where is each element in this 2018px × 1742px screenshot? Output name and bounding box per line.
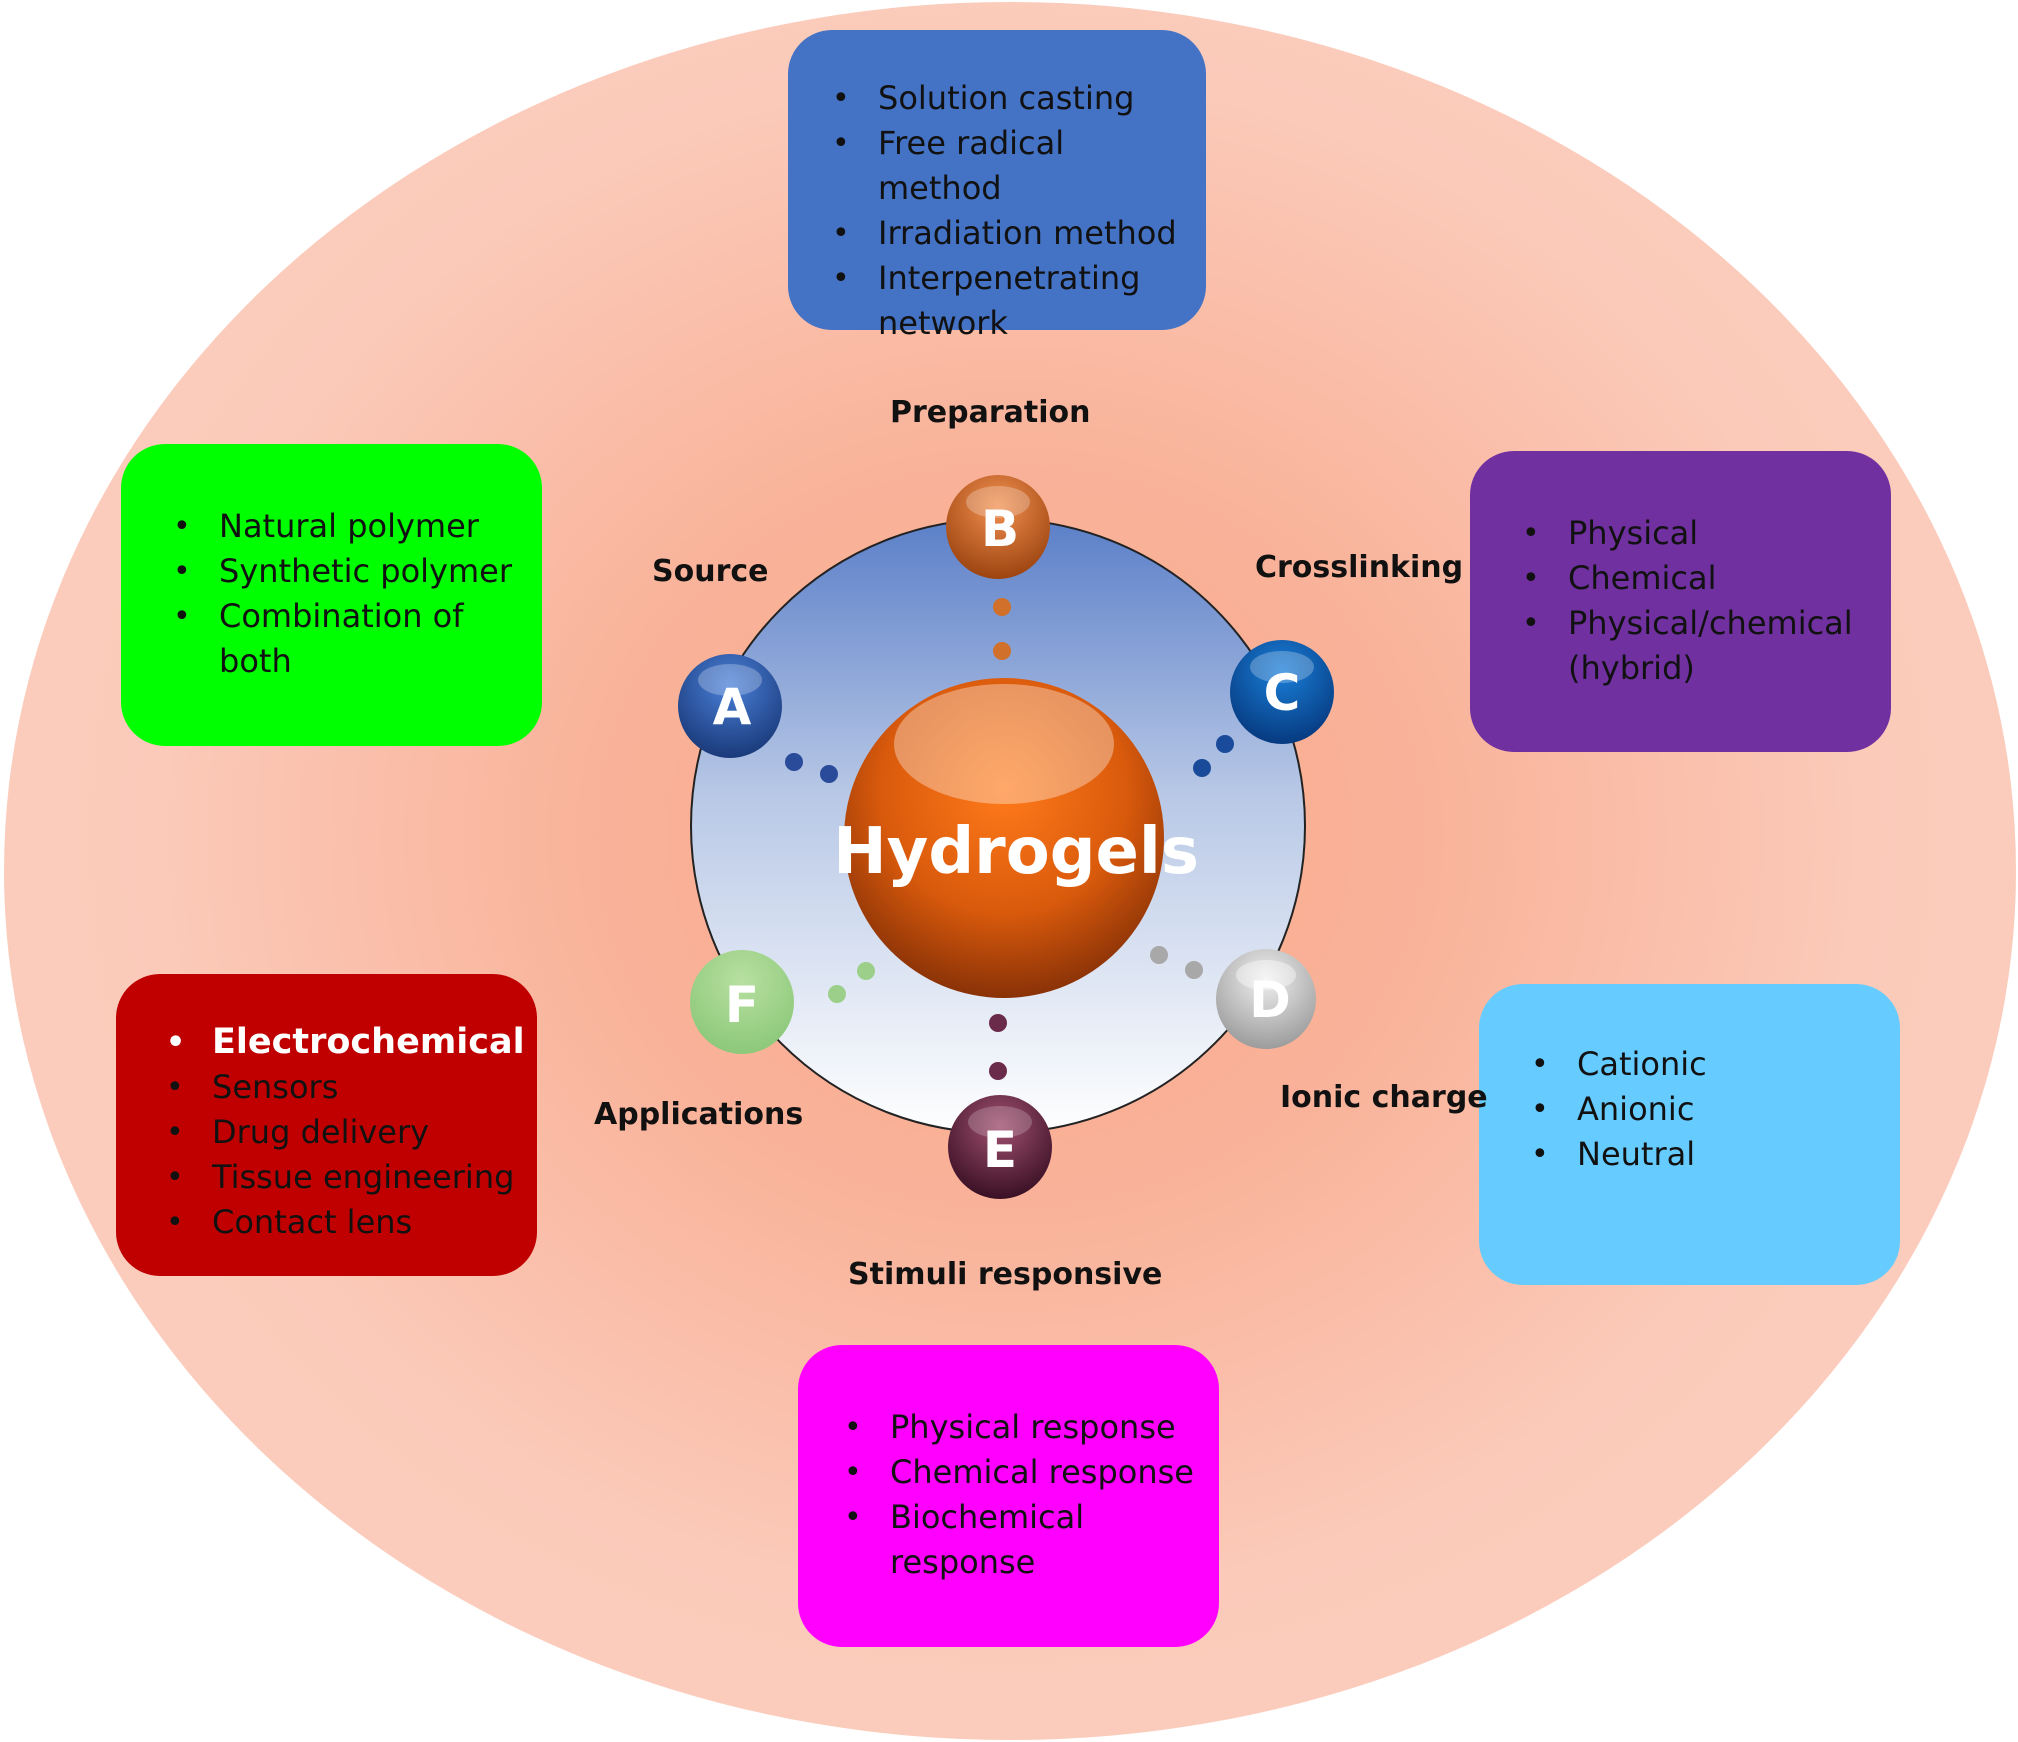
connector-dot [1185,961,1203,979]
connector-dot [989,1014,1007,1032]
ball-d: D [1216,949,1316,1049]
stimuli-box: Physical response Chemical response Bioc… [798,1345,1219,1647]
connector-dot [828,985,846,1003]
list-item: Anionic [1507,1087,1890,1132]
label-source: Source [652,554,769,589]
ball-letter-d: D [1249,971,1291,1029]
connector-dot [989,1062,1007,1080]
list-item: Contact lens [142,1200,527,1245]
list-item: Free radical method [808,121,1186,211]
label-ionic-charge: Ionic charge [1280,1080,1488,1115]
connector-dot [1150,946,1168,964]
ball-a: A [678,654,782,758]
ball-letter-e: E [983,1121,1017,1179]
list-item: Chemical response [820,1450,1209,1495]
ionic-charge-box: Cationic Anionic Neutral [1479,984,1900,1285]
connector-dot [820,765,838,783]
list-item: Natural polymer [149,504,532,549]
ball-letter-c: C [1264,664,1301,722]
list-item: Synthetic polymer [149,549,532,594]
ball-letter-a: A [713,678,752,736]
ball-e: E [948,1095,1052,1199]
connector-dot [993,642,1011,660]
source-box: Natural polymer Synthetic polymer Combin… [121,444,542,746]
ball-letter-f: F [725,976,759,1034]
list-item: Drug delivery [142,1110,527,1155]
list-item: Physical [1498,511,1881,556]
ball-letter-b: B [981,500,1019,558]
ionic-charge-list: Cationic Anionic Neutral [1507,1042,1890,1177]
stimuli-list: Physical response Chemical response Bioc… [820,1405,1209,1585]
connector-dots [785,598,1234,1080]
label-preparation: Preparation [890,395,1091,430]
list-item: Tissue engineering [142,1155,527,1200]
list-item: Irradiation method [808,211,1186,256]
list-item: Neutral [1507,1132,1890,1177]
connector-dot [857,962,875,980]
label-stimuli: Stimuli responsive [848,1257,1163,1292]
list-item: Combination of both [149,594,532,684]
list-item-lead: Electrochemical [142,1020,527,1065]
list-item: Chemical [1498,556,1881,601]
ball-f: F [690,950,794,1054]
connector-dot [1193,759,1211,777]
ball-b: B [946,475,1050,579]
applications-box: Electrochemical Sensors Drug delivery Ti… [116,974,537,1276]
list-item: Cationic [1507,1042,1890,1087]
preparation-box: Solution casting Free radical method Irr… [788,30,1206,342]
connector-dot [993,598,1011,616]
connector-dot [785,753,803,771]
crosslinking-list: Physical Chemical Physical/chemical (hyb… [1498,511,1881,691]
center-ball: Hydrogels [833,678,1199,998]
list-item: Sensors [142,1065,527,1110]
list-item: Physical/chemical (hybrid) [1498,601,1881,691]
crosslinking-box: Physical Chemical Physical/chemical (hyb… [1470,451,1891,752]
label-applications: Applications [594,1097,804,1132]
center-title: Hydrogels [833,815,1199,889]
preparation-list: Solution casting Free radical method Irr… [808,76,1186,346]
ball-c: C [1230,640,1334,744]
source-list: Natural polymer Synthetic polymer Combin… [149,504,532,684]
list-item: Physical response [820,1405,1209,1450]
label-crosslinking: Crosslinking [1255,550,1464,585]
connector-dot [1216,735,1234,753]
list-item: Interpenetrating network [808,256,1186,346]
applications-list: Electrochemical Sensors Drug delivery Ti… [142,1020,527,1245]
list-item: Solution casting [808,76,1186,121]
list-item: Biochemical response [820,1495,1209,1585]
